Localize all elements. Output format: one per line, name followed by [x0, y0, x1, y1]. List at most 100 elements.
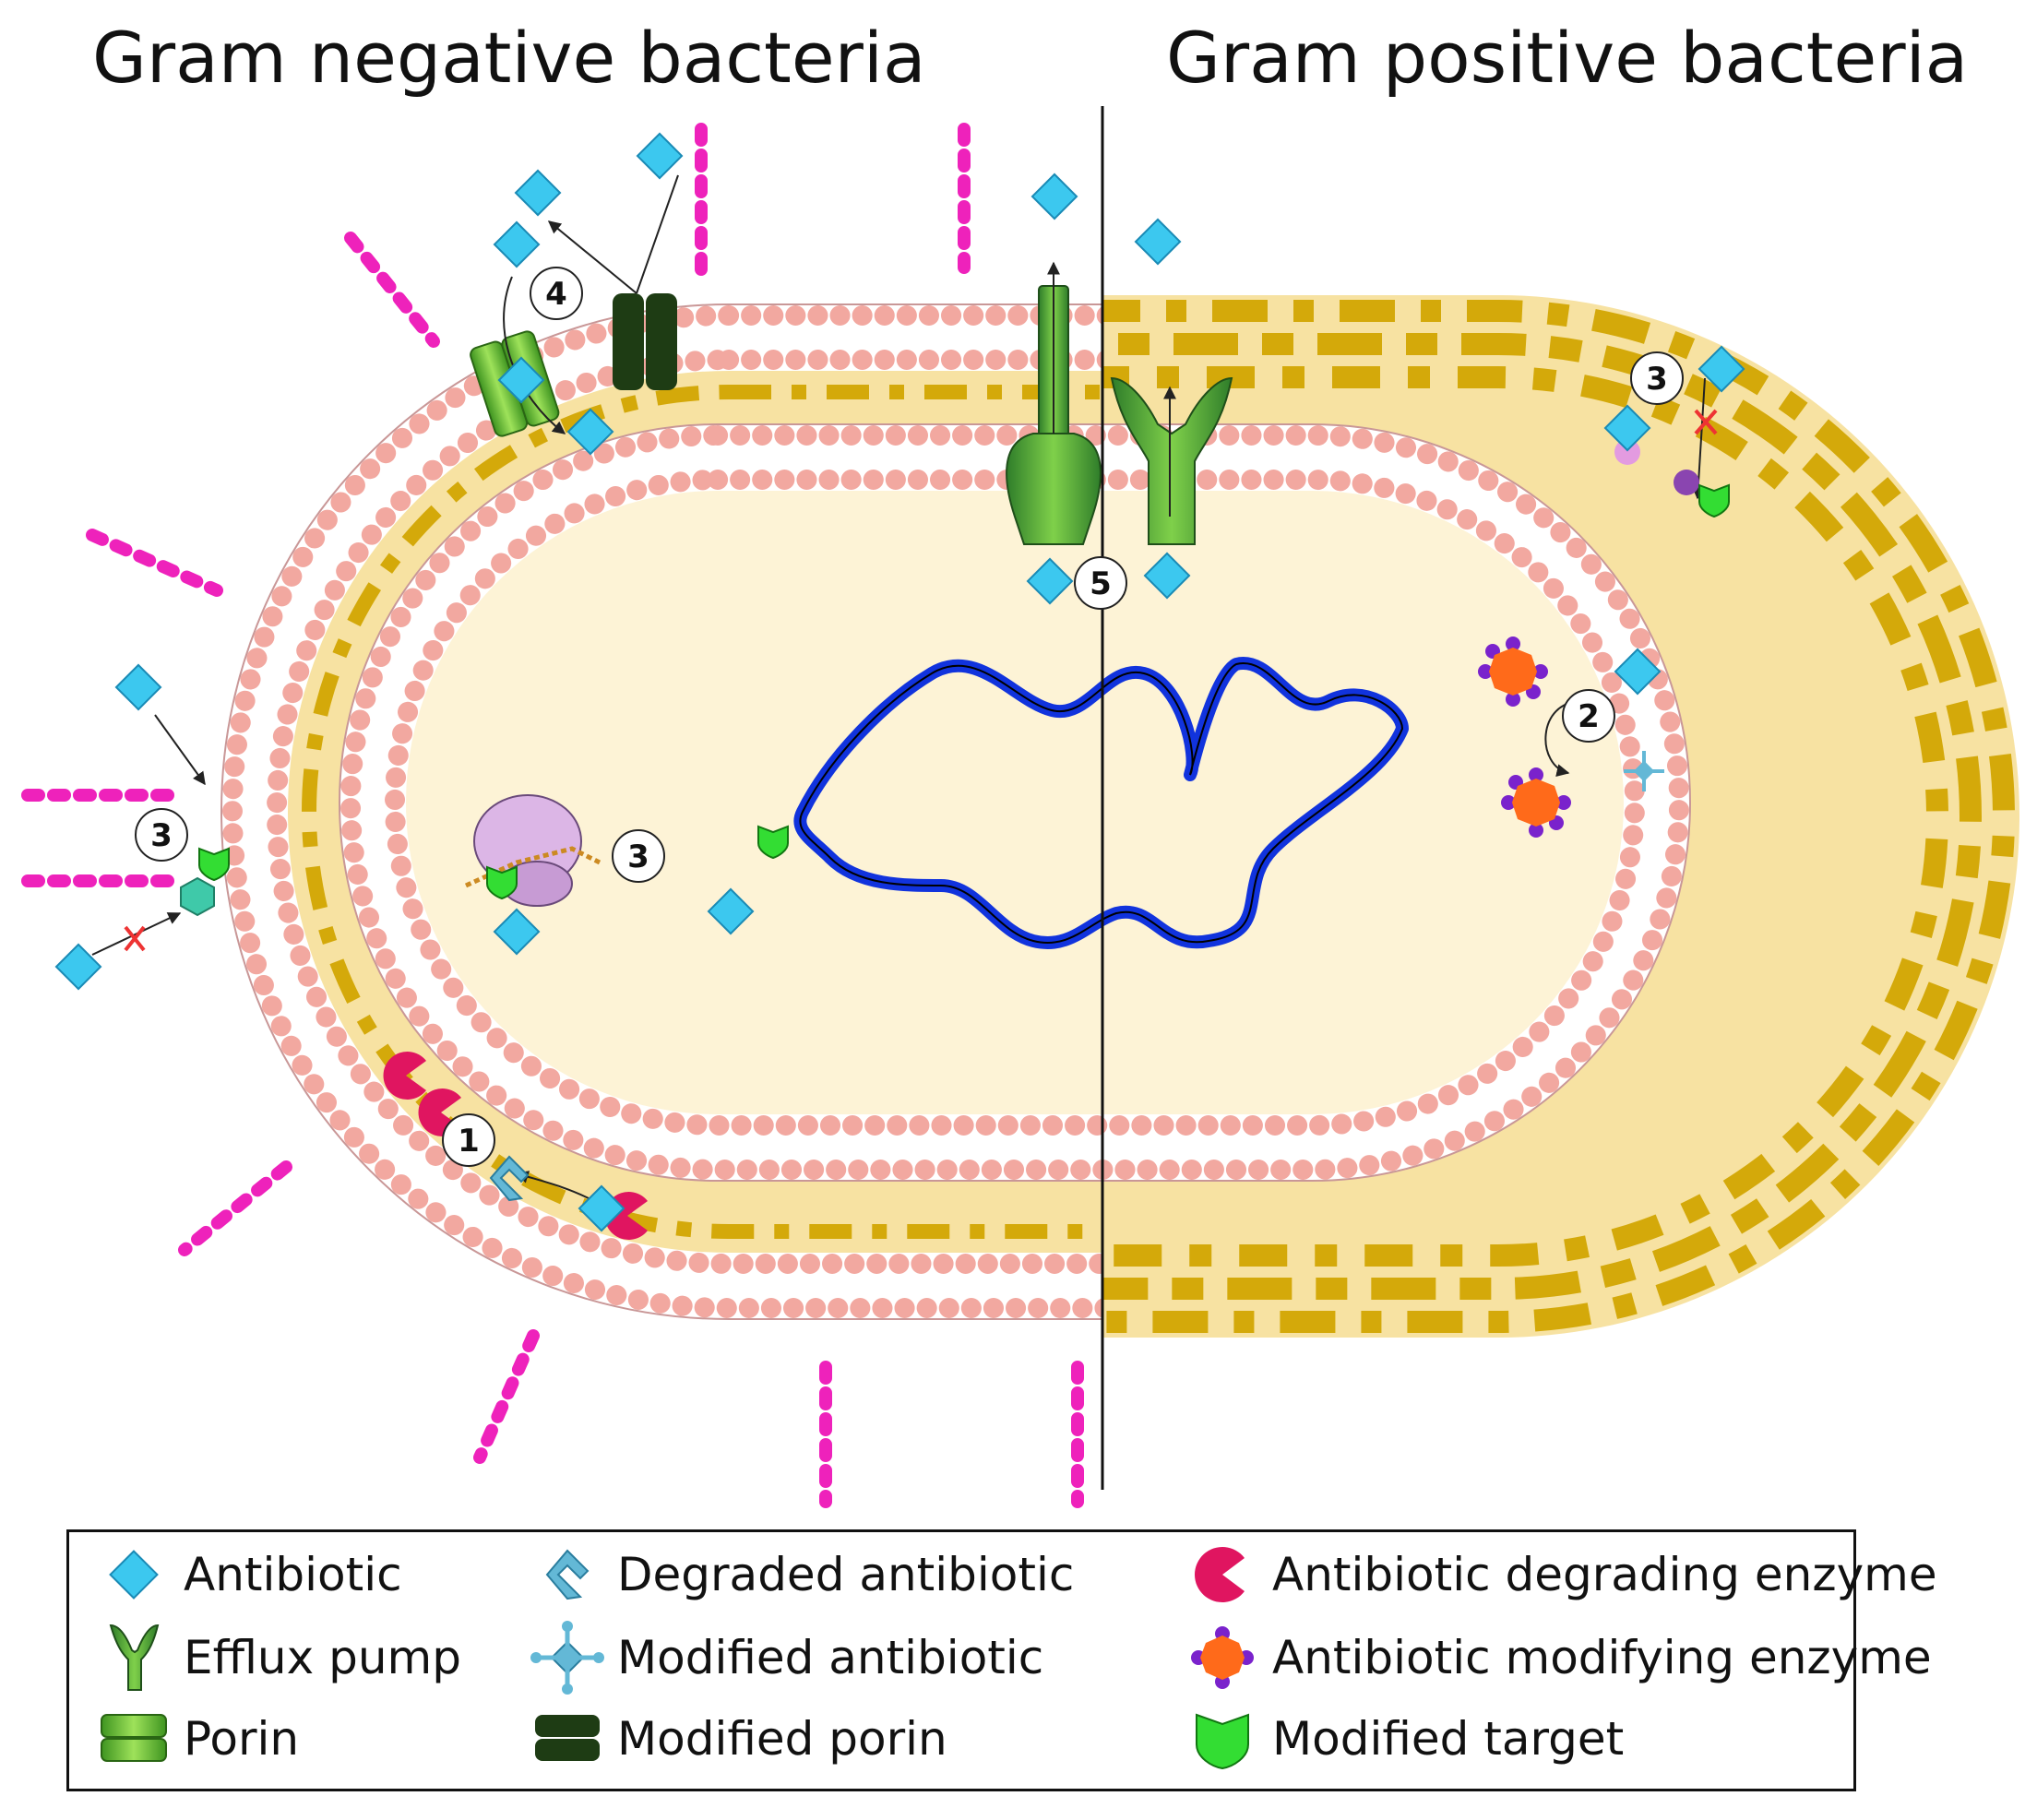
target-site-icon [1674, 470, 1699, 495]
legend-label: Modified porin [617, 1712, 947, 1766]
antibiotic-icon [707, 887, 755, 935]
efflux-pump-gram-negative [1006, 261, 1102, 545]
legend-degrading-enzyme: Antibiotic degrading enzyme [1185, 1538, 1937, 1612]
lps-chain [86, 529, 223, 597]
blocked-entry-line [636, 174, 679, 294]
gram-negative-title: Gram negative bacteria [92, 17, 926, 99]
lps-chain [178, 1160, 292, 1256]
efflux-pump-body [1006, 433, 1102, 545]
chromosome-dna-outline [799, 662, 1404, 944]
efflux-pump-y-shape [1110, 376, 1233, 545]
thin-peptidoglycan [302, 385, 1102, 1239]
lipopolysaccharide-chains [21, 123, 1084, 1508]
step-circle [135, 808, 188, 862]
target-approach-arrow [154, 714, 206, 786]
cytoplasmic-membrane-outer-leaflet [340, 425, 1689, 1180]
modified-target-icon [198, 847, 230, 882]
legend-label: Antibiotic modifying enzyme [1272, 1631, 1932, 1684]
cytoplasm [406, 491, 1624, 1114]
step-number: 1 [458, 1123, 480, 1160]
modifying-enzyme-dot [1506, 636, 1520, 651]
modifying-enzyme-icon [1191, 1626, 1254, 1689]
modified-antibiotic-icon [530, 1621, 604, 1695]
modifying-enzyme-dot [1529, 767, 1543, 782]
outer-membrane-inner-leaflet [267, 350, 1102, 1274]
target-site-icon [1614, 439, 1640, 465]
step-circle [612, 829, 665, 883]
antibiotic-icon [497, 356, 545, 404]
efflux-pump-gram-positive [1110, 376, 1233, 545]
antibiotic-icon [1698, 345, 1745, 393]
legend-label: Antibiotic [184, 1548, 402, 1601]
antibiotic-icon [636, 132, 684, 180]
modified-porin-barrel-1 [613, 293, 644, 390]
antibiotic-icon [493, 220, 541, 268]
modified-antibiotic-icon [1633, 760, 1655, 782]
antibiotic-icon [54, 943, 102, 991]
antibiotic-icon [1603, 404, 1651, 452]
degrading-enzyme-icon [1195, 1547, 1245, 1602]
modifying-enzyme-dot [1501, 795, 1516, 810]
target-site-icon [180, 876, 215, 917]
legend: Antibiotic Efflux pump Porin Degraded an… [66, 1529, 1937, 1791]
modifying-enzyme-dot [1529, 823, 1543, 838]
modified-porin [613, 293, 677, 390]
modified-porin-icon [535, 1715, 600, 1761]
step-number: 3 [1646, 361, 1668, 398]
step-number: 5 [1090, 565, 1112, 602]
legend-modified-antibiotic: Modified antibiotic [530, 1621, 1043, 1695]
antibiotic-icon [566, 408, 614, 456]
legend-modified-target: Modified target [1185, 1702, 1624, 1776]
porin-icon [101, 1714, 167, 1762]
gp-blocked-arrow [1691, 377, 1706, 500]
lps-chain [344, 232, 440, 348]
antibiotic-icon [1026, 557, 1074, 605]
step-number: 2 [1578, 698, 1600, 735]
step-circle [1562, 689, 1615, 743]
blocked-mark-left [124, 925, 146, 952]
antibiotic-icon [1614, 648, 1662, 696]
legend-label: Modified antibiotic [617, 1631, 1044, 1684]
efflux-pump-icon [109, 1624, 160, 1691]
modified-porin-barrel-2 [646, 293, 677, 390]
legend-modified-porin: Modified porin [530, 1702, 947, 1776]
blocked-entry-arrow [547, 220, 637, 294]
step-number: 4 [545, 276, 567, 313]
outer-membrane-outer-leaflet [222, 305, 1102, 1318]
step-number: 3 [150, 817, 173, 854]
degrading-enzyme-icon [383, 1051, 426, 1100]
antibiotic-icon [1143, 552, 1191, 600]
step-number: 3 [627, 839, 649, 875]
step-markers: 4 5 3 3 1 2 3 [135, 267, 1684, 1167]
antibiotic-icon [1030, 172, 1078, 220]
legend-label: Modified target [1272, 1712, 1625, 1766]
legend-modifying-enzyme: Antibiotic modifying enzyme [1185, 1621, 1932, 1695]
antibiotic-icon [1134, 218, 1182, 266]
step-circle [1630, 351, 1684, 405]
gram-positive-title: Gram positive bacteria [1166, 17, 1969, 99]
modifying-enzyme-dot [1556, 795, 1571, 810]
wall-dash-2 [1102, 333, 1982, 1300]
modifying-enzyme-dot [1478, 664, 1493, 679]
lps-chain [473, 1329, 540, 1464]
modified-target-icon [757, 825, 789, 860]
antibiotic-icon [109, 1550, 159, 1600]
modifying-enzyme-icon [1489, 648, 1537, 696]
legend-label: Antibiotic degrading enzyme [1272, 1548, 1937, 1601]
wall-dash-1 [1102, 300, 2015, 1333]
antibiotic-icon [514, 169, 562, 217]
legend-label: Efflux pump [184, 1631, 461, 1684]
antibiotic-icon [493, 908, 541, 956]
modifying-enzyme-dot [1506, 692, 1520, 707]
modified-targets [198, 483, 1730, 900]
step-circle [442, 1113, 495, 1167]
modifying-enzyme-icon [1512, 779, 1560, 827]
blocked-mark-right [1694, 409, 1718, 435]
legend-degraded-antibiotic: Degraded antibiotic [530, 1538, 1074, 1612]
legend-label: Degraded antibiotic [617, 1548, 1075, 1601]
degraded-antibiotic-icon [545, 1549, 590, 1600]
modified-target-icon [1698, 483, 1730, 518]
degraded-antibiotic-icon [489, 1155, 530, 1202]
